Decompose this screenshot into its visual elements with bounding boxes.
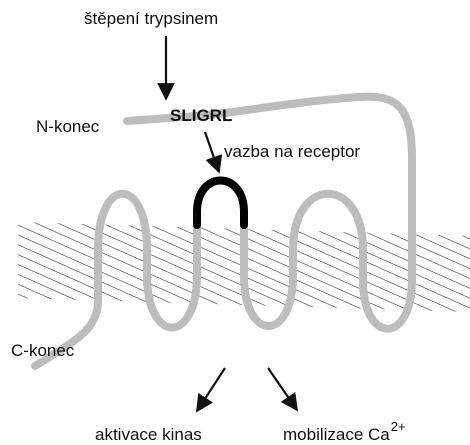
kinase-activation-label: aktivace kinas (95, 425, 202, 444)
ligand-binding-loop (193, 176, 248, 229)
n-terminus-label: N-konec (36, 117, 100, 136)
receptor-binding-label: vazba na receptor (224, 142, 360, 161)
peptide-sequence-label: SLIGRL (170, 106, 232, 125)
calcium-arrow (267, 367, 299, 412)
binding-arrow (203, 131, 223, 174)
cleavage-label: štěpení trypsinem (84, 9, 218, 28)
calcium-charge-superscript: 2+ (391, 419, 406, 434)
calcium-mobilization-label: mobilizace Ca2+ (283, 419, 406, 444)
kinase-arrow (196, 367, 226, 413)
c-terminus-label: C-konec (11, 341, 75, 360)
receptor-chain (31, 92, 416, 370)
